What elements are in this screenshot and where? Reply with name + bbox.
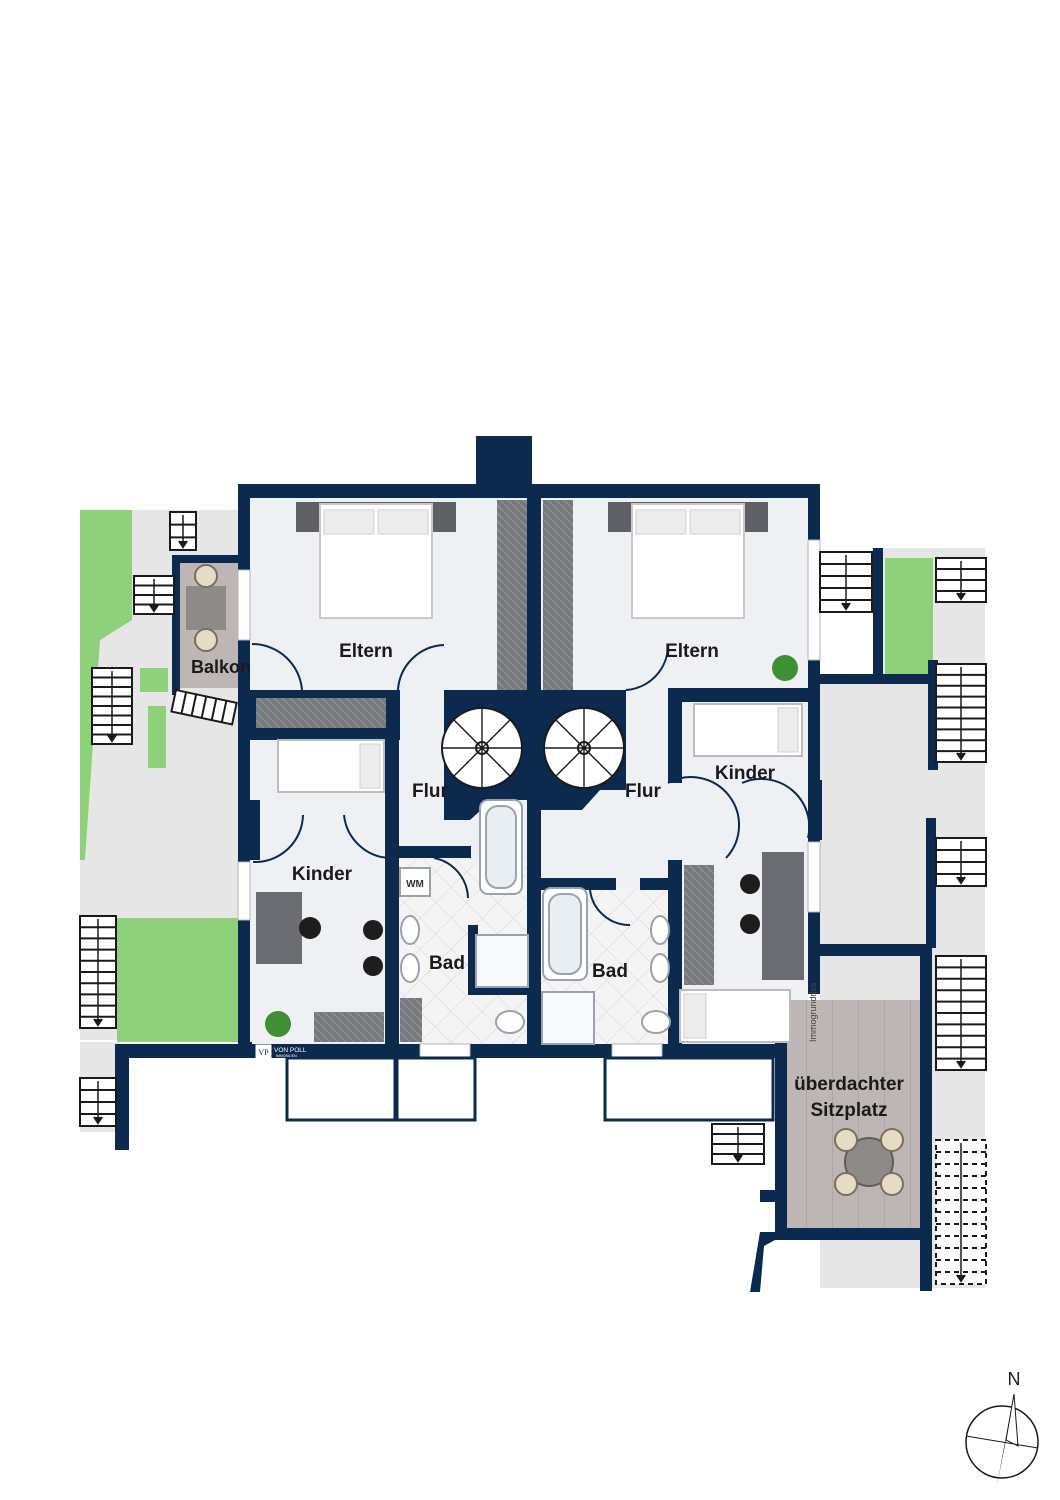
room-label-balkon: Balkon: [191, 657, 251, 677]
door-swings: [251, 642, 811, 927]
credit-label: Immogrundriss: [808, 982, 818, 1042]
stair-flight: [79, 1077, 117, 1127]
stair-flight: [819, 551, 873, 613]
logo-initials: VP: [258, 1048, 269, 1057]
spiral-staircases: [441, 707, 625, 789]
single-bed-kinder-right-bottom: [679, 989, 791, 1043]
room-label-kinder-left: Kinder: [292, 864, 353, 885]
stair-flight: [170, 688, 238, 726]
logo: VP VON POLL IMMOBILIEN: [255, 1044, 307, 1059]
room-label-sitzplatz-line1: überdachter: [794, 1074, 904, 1095]
washing-machine: [399, 867, 431, 897]
logo-subtitle: IMMOBILIEN: [276, 1054, 297, 1058]
room-label-bad-left: Bad: [429, 953, 465, 974]
balcony-furniture: [186, 564, 226, 652]
stair-flight: [935, 663, 987, 763]
logo-name: VON POLL: [274, 1047, 307, 1054]
room-label-kinder-right: Kinder: [715, 763, 776, 784]
washing-machine-label: WM: [406, 879, 424, 890]
single-bed-kinder-right-top: [693, 703, 803, 757]
lawn-left-top: [80, 510, 132, 860]
lawn-left-bottom: [117, 918, 238, 1042]
room-label-flur-right: Flur: [625, 781, 661, 802]
room-label-flur-left: Flur: [412, 781, 448, 802]
stair-flight: [711, 1123, 765, 1165]
bay-windows: [285, 1056, 775, 1122]
plant-icon: [772, 655, 798, 681]
room-label-eltern-right: Eltern: [665, 641, 719, 662]
single-bed-kinder-left: [277, 739, 385, 793]
stair-flight: [935, 1139, 987, 1285]
chair: [299, 917, 321, 939]
compass-icon: N: [965, 1369, 1039, 1490]
wardrobes: [256, 500, 714, 1042]
room-labels: Eltern Eltern Balkon Kinder Kinder Flur …: [191, 641, 905, 1121]
lawn-right: [885, 558, 933, 676]
room-label-eltern-left: Eltern: [339, 641, 393, 662]
plants: [265, 655, 798, 1037]
plant-icon: [265, 1011, 291, 1037]
stair-flight: [169, 511, 197, 551]
bath-fixtures: [399, 799, 671, 1045]
room-label-sitzplatz-line2: Sitzplatz: [810, 1100, 887, 1121]
terrace-floor: [785, 1000, 927, 1230]
windows: [237, 539, 821, 1059]
desks: [256, 852, 804, 980]
room-label-bad-right: Bad: [592, 961, 628, 982]
stair-flight: [91, 667, 133, 745]
stair-flight: [133, 575, 175, 615]
double-bed-right: [608, 502, 768, 619]
stair-flight: [935, 557, 987, 603]
double-bed-left: [296, 502, 456, 619]
compass-north-label: N: [1008, 1369, 1021, 1389]
exterior-stairs: [79, 511, 987, 1285]
stair-flight: [935, 837, 987, 887]
terrace-furniture: [834, 1128, 904, 1196]
stair-flight: [935, 955, 987, 1071]
stair-flight: [79, 915, 117, 1029]
beds: [277, 502, 803, 1043]
